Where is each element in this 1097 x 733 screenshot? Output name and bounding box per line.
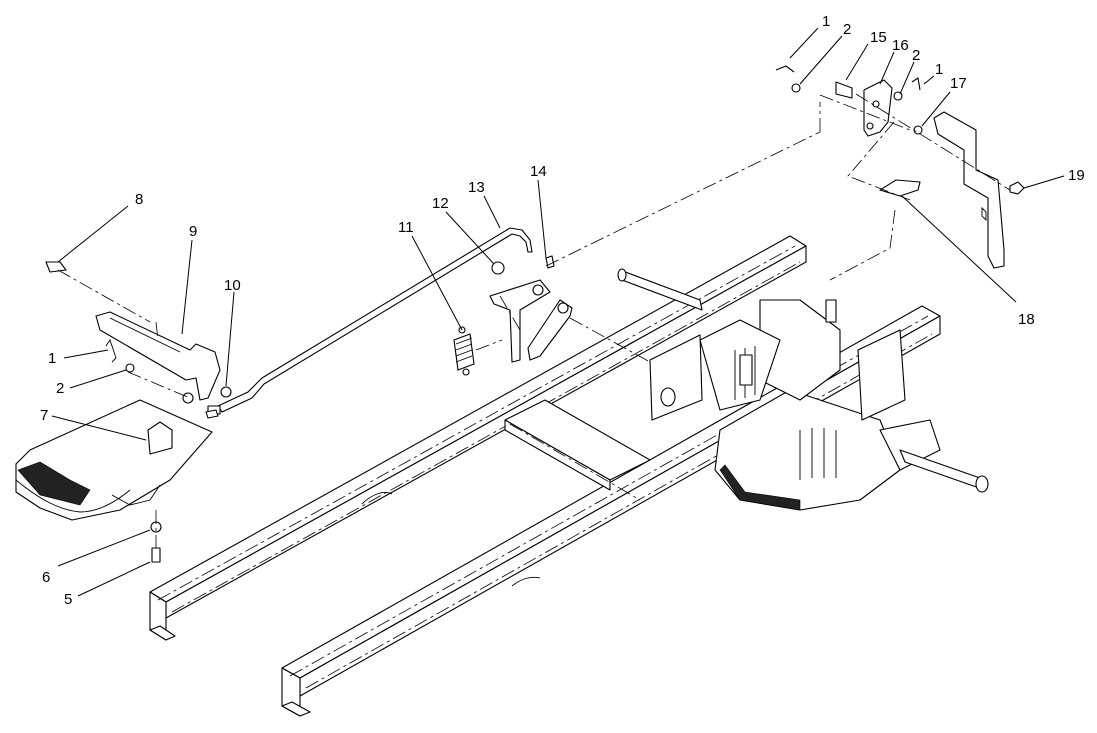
callout-18: 18 — [1018, 311, 1035, 328]
bracket-assembly — [775, 65, 1025, 269]
pedal-arm — [95, 311, 232, 404]
spring — [453, 326, 475, 376]
callout-17: 17 — [950, 75, 967, 92]
callout-11: 11 — [398, 219, 414, 236]
callout-12: 12 — [432, 195, 449, 212]
seat-pan — [15, 399, 213, 521]
frame-rail-left — [149, 235, 807, 641]
shift-rod — [207, 227, 533, 415]
callout-5: 5 — [64, 591, 72, 608]
callout-10: 10 — [224, 277, 241, 294]
callout-1: 1 — [48, 350, 56, 367]
cross-member — [504, 399, 651, 501]
callout-9: 9 — [189, 223, 197, 240]
callout-2: 2 — [843, 21, 851, 38]
callout-15: 15 — [870, 29, 887, 46]
callout-7: 7 — [40, 407, 48, 424]
callout-1: 1 — [935, 61, 943, 78]
callout-13: 13 — [468, 179, 485, 196]
callout-8: 8 — [135, 191, 143, 208]
callout-1: 1 — [822, 13, 830, 30]
leader-lines — [51, 27, 1065, 597]
callout-2: 2 — [912, 47, 920, 64]
callout-2: 2 — [56, 380, 64, 397]
callout-14: 14 — [530, 163, 547, 180]
transaxle — [617, 268, 989, 511]
callout-19: 19 — [1068, 167, 1085, 184]
levers — [489, 261, 573, 363]
callout-16: 16 — [892, 37, 909, 54]
callout-6: 6 — [42, 569, 50, 586]
small-hardware — [45, 255, 555, 563]
callout-labels: 1 2 15 16 2 1 17 19 18 14 13 12 11 8 9 1… — [40, 13, 1085, 608]
alignment-lines — [57, 93, 1011, 548]
